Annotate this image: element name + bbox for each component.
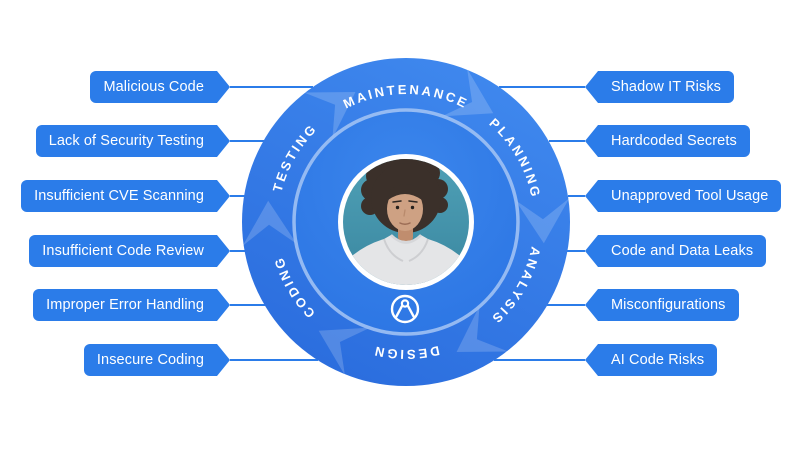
cycle-direction-chevron <box>242 200 297 246</box>
phase-label-design: DESIGN <box>371 343 441 362</box>
risk-pill-shadow-it-risks: Shadow IT Risks <box>598 71 735 103</box>
connector-line <box>547 304 585 306</box>
risk-pill-insufficient-cve-scanning: Insufficient CVE Scanning <box>21 180 217 212</box>
connector-line <box>494 359 585 361</box>
connector-line <box>230 86 313 88</box>
risk-pill-misconfigurations: Misconfigurations <box>598 289 739 321</box>
inner-ring-outline <box>292 108 520 336</box>
risk-pill-label: Code and Data Leaks <box>611 243 754 259</box>
risk-pill-ai-code-risks: AI Code Risks <box>598 344 718 376</box>
connector-line <box>230 359 318 361</box>
cycle-direction-chevrons <box>242 68 570 376</box>
risk-pill-label: Insufficient CVE Scanning <box>34 188 204 204</box>
risk-pill-label: Lack of Security Testing <box>48 133 204 149</box>
risk-pill-label: Unapproved Tool Usage <box>611 188 769 204</box>
risk-pill-hardcoded-secrets: Hardcoded Secrets <box>598 125 750 157</box>
risk-pill-insufficient-code-review: Insufficient Code Review <box>29 235 217 267</box>
cycle-direction-chevron <box>441 68 494 117</box>
brand-logo-icon <box>390 294 420 324</box>
developer-avatar <box>338 154 474 290</box>
cycle-direction-chevron <box>456 305 509 352</box>
risk-pill-code-and-data-leaks: Code and Data Leaks <box>598 235 767 267</box>
connector-line <box>230 195 245 197</box>
risk-pill-label: Malicious Code <box>103 79 204 95</box>
risk-pill-insecure-coding: Insecure Coding <box>83 344 217 376</box>
cycle-direction-chevron <box>515 198 570 244</box>
risk-pill-unapproved-tool-usage: Unapproved Tool Usage <box>598 180 782 212</box>
risk-pill-label: Improper Error Handling <box>46 297 204 313</box>
connector-line <box>549 140 585 142</box>
risk-pill-label: Misconfigurations <box>611 297 726 313</box>
risk-pill-lack-of-security-testing: Lack of Security Testing <box>35 125 217 157</box>
connector-line <box>499 86 585 88</box>
connector-line <box>230 250 245 252</box>
connector-line <box>230 140 264 142</box>
cycle-direction-chevron <box>318 327 371 376</box>
risk-pill-label: Shadow IT Risks <box>611 79 722 95</box>
connector-line <box>230 304 265 306</box>
risk-pill-label: AI Code Risks <box>611 352 705 368</box>
cycle-direction-chevron <box>303 92 356 139</box>
risk-pill-improper-error-handling: Improper Error Handling <box>33 289 217 321</box>
risk-pill-label: Insufficient Code Review <box>42 243 204 259</box>
risk-pill-label: Hardcoded Secrets <box>611 133 737 149</box>
risk-pill-label: Insecure Coding <box>96 352 204 368</box>
connector-line <box>568 195 585 197</box>
risk-pill-malicious-code: Malicious Code <box>90 71 217 103</box>
connector-line <box>567 250 585 252</box>
